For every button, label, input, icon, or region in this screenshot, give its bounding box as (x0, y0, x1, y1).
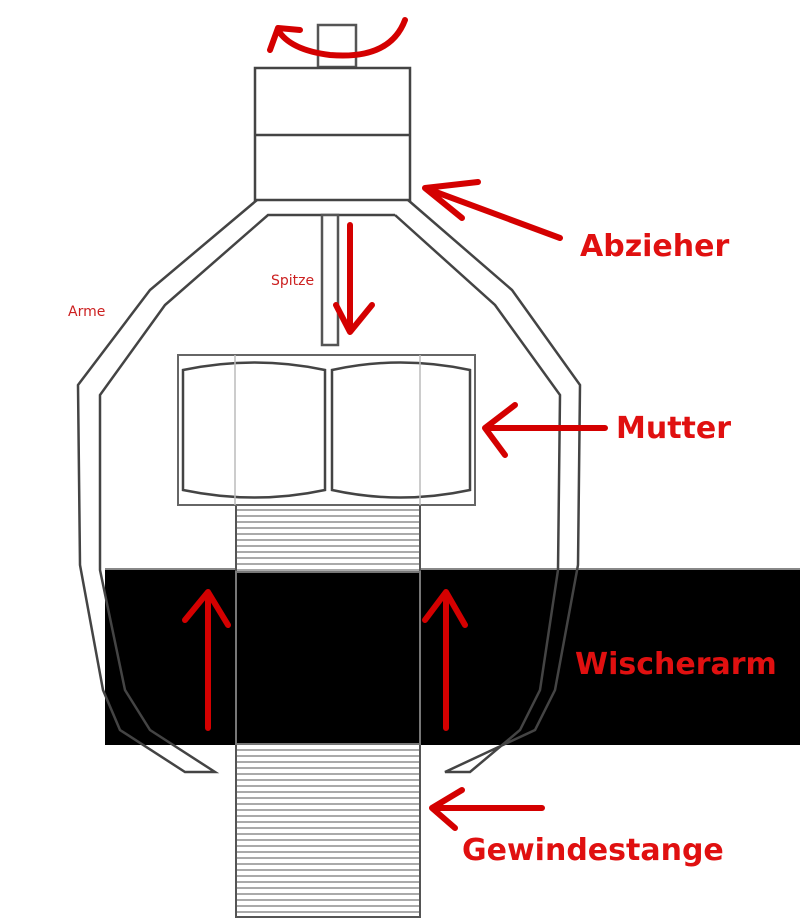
spindle-tip (320, 213, 340, 347)
label-abzieher: Abzieher (580, 229, 729, 264)
threaded-rod (235, 504, 421, 918)
label-mutter: Mutter (616, 411, 731, 446)
right-arm (394, 199, 582, 774)
rotation-arrow (267, 17, 408, 59)
mutter-arrow (482, 402, 608, 458)
spitze-arrow (333, 222, 375, 335)
abzieher-arrow (422, 179, 563, 241)
label-arme: Arme (68, 304, 105, 320)
nut (177, 354, 476, 506)
puller-body (253, 66, 412, 202)
left-arm (76, 199, 395, 774)
label-spitze: Spitze (271, 273, 314, 289)
right-push-arrow (422, 589, 468, 731)
left-push-arrow (182, 589, 231, 731)
label-wischerarm: Wischerarm (575, 647, 777, 682)
spindle-head (316, 23, 358, 69)
label-gewindestange: Gewindestange (462, 833, 724, 868)
gewindestange-arrow (429, 787, 545, 831)
